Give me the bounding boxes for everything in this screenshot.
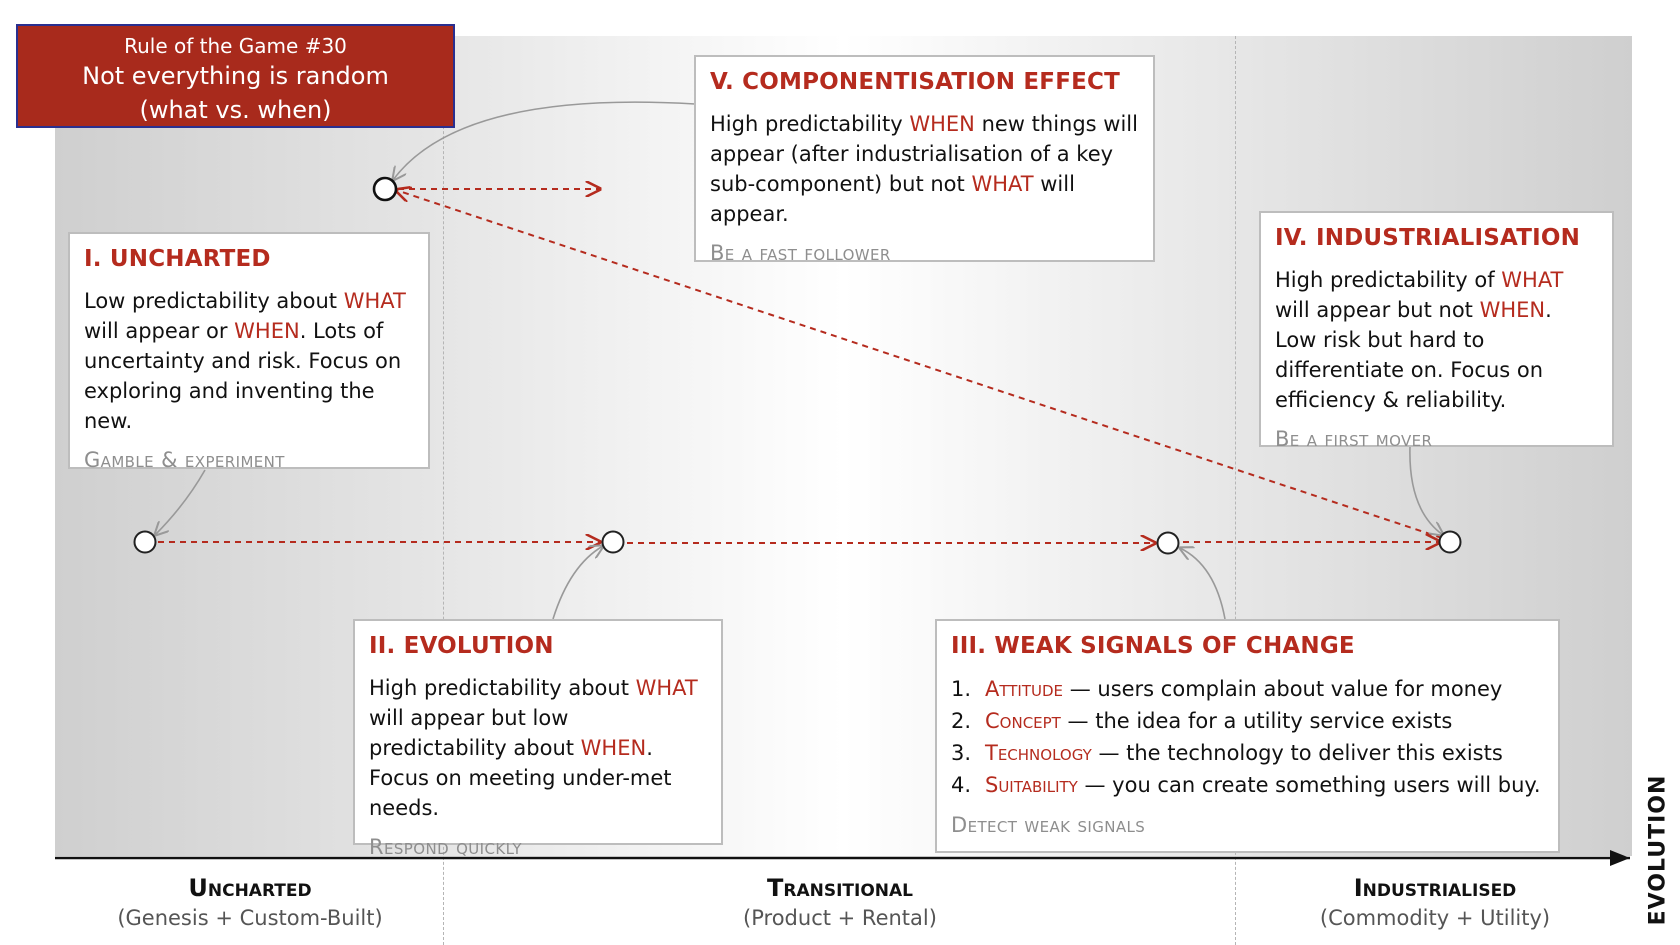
stage-title: Transitional — [766, 874, 913, 902]
card-title: II. EVOLUTION — [369, 633, 554, 659]
axis-label-wrapper: EVOLUTION — [1640, 775, 1676, 926]
card-body: High predictability of WHAT will appear … — [1275, 265, 1598, 415]
stage-subtitle: (Commodity + Utility) — [1319, 906, 1551, 930]
signal-text: — the idea for a utility service exists — [1060, 709, 1453, 733]
card-evolution: II. EVOLUTION High predictability about … — [353, 619, 723, 859]
callout-weak-signals — [1180, 548, 1226, 620]
callout-uncharted — [155, 469, 206, 535]
callout-evolution — [552, 546, 603, 620]
card-action: Respond quickly — [369, 835, 522, 859]
stage-industrialised: Industrialised (Commodity + Utility) — [1285, 874, 1585, 930]
card-weak-signals: III. WEAK SIGNALS OF CHANGE 1. Attitude —… — [935, 619, 1560, 853]
signal-item: 3. Technology — the technology to deliver… — [951, 737, 1544, 769]
signal-text: — you can create something users will bu… — [1077, 773, 1541, 797]
body-text: will appear but low predictability about — [369, 706, 581, 760]
card-industrialisation: IV. INDUSTRIALISATION High predictabilit… — [1259, 211, 1614, 451]
rule-title-line2: (what vs. when) — [139, 96, 332, 124]
body-text: High predictability about — [369, 676, 636, 700]
card-action: Be a fast follower — [710, 241, 891, 265]
card-action: Be a first mover — [1275, 427, 1433, 451]
signal-item: 1. Attitude — users complain about value … — [951, 673, 1544, 705]
stage-uncharted: Uncharted (Genesis + Custom-Built) — [100, 874, 400, 930]
card-body: High predictability WHEN new things will… — [710, 109, 1139, 229]
node-uncharted — [133, 530, 157, 554]
highlight-what: WHAT — [1501, 268, 1564, 292]
stage-subtitle: (Genesis + Custom-Built) — [117, 906, 383, 930]
signal-item: 4. Suitability — you can create something… — [951, 769, 1544, 801]
highlight-when: WHEN — [580, 736, 647, 760]
signal-text: — the technology to deliver this exists — [1091, 741, 1503, 765]
highlight-when: WHEN — [909, 112, 975, 136]
node-componentisation — [372, 176, 398, 202]
card-title: V. COMPONENTISATION EFFECT — [710, 69, 1121, 95]
callout-industrialisation — [1409, 445, 1443, 535]
signal-number: 2. — [951, 709, 972, 733]
card-uncharted: I. UNCHARTED Low predictability about WH… — [68, 232, 430, 472]
body-text: Low predictability about — [84, 289, 344, 313]
body-text: . Focus on meeting under-met needs. — [369, 736, 672, 820]
card-action: Detect weak signals — [951, 813, 1146, 837]
signal-term: Technology — [985, 741, 1092, 765]
highlight-when: WHEN — [234, 319, 300, 343]
stage-transitional: Transitional (Product + Rental) — [690, 874, 990, 930]
stage-divider-left — [443, 36, 444, 945]
body-text: . Low risk but hard to differentiate on.… — [1275, 298, 1552, 412]
body-text: will appear or — [84, 319, 235, 343]
signal-text: — users complain about value for money — [1063, 677, 1503, 701]
card-title: IV. INDUSTRIALISATION — [1275, 225, 1581, 251]
signal-number: 1. — [951, 677, 972, 701]
card-action: Gamble & experiment — [84, 448, 285, 472]
rule-title-line1: Not everything is random — [82, 62, 389, 90]
body-text: High predictability of — [1275, 268, 1502, 292]
axis-label: EVOLUTION — [1645, 774, 1671, 926]
signal-list: 1. Attitude — users complain about value … — [951, 673, 1544, 801]
stage-title: Uncharted — [188, 874, 312, 902]
signal-number: 3. — [951, 741, 972, 765]
node-weak-signals — [1156, 531, 1180, 555]
body-text: High predictability — [710, 112, 910, 136]
card-title: I. UNCHARTED — [84, 246, 271, 272]
body-text: will appear. — [710, 172, 1075, 226]
card-body: Low predictability about WHAT will appea… — [84, 286, 414, 436]
card-componentisation: V. COMPONENTISATION EFFECT High predicta… — [694, 55, 1155, 265]
body-text: . Lots of uncertainty and risk. Focus on… — [84, 319, 402, 433]
body-text: will appear but not — [1275, 298, 1480, 322]
highlight-what: WHAT — [343, 289, 406, 313]
card-body: High predictability about WHAT will appe… — [369, 673, 707, 823]
signal-term: Concept — [985, 709, 1061, 733]
stage-divider-right — [1235, 36, 1236, 945]
stage-title: Industrialised — [1353, 874, 1517, 902]
rule-subtitle: Rule of the Game #30 — [124, 34, 347, 58]
signal-term: Attitude — [985, 677, 1064, 701]
card-title: III. WEAK SIGNALS OF CHANGE — [951, 633, 1355, 659]
highlight-what: WHAT — [635, 676, 698, 700]
stage-subtitle: (Product + Rental) — [743, 906, 937, 930]
signal-number: 4. — [951, 773, 972, 797]
signal-term: Suitability — [985, 773, 1078, 797]
highlight-what: WHAT — [971, 172, 1034, 196]
node-industrialisation — [1438, 530, 1462, 554]
body-text: new things will appear (after industrial… — [710, 112, 1138, 196]
callout-componentisation — [393, 101, 696, 180]
node-evolution — [601, 530, 625, 554]
rule-header: Rule of the Game #30 Not everything is r… — [16, 24, 455, 128]
arrow-industrialisation-to-componentisation — [396, 190, 1443, 539]
signal-item: 2. Concept — the idea for a utility servi… — [951, 705, 1544, 737]
highlight-when: WHEN — [1479, 298, 1546, 322]
